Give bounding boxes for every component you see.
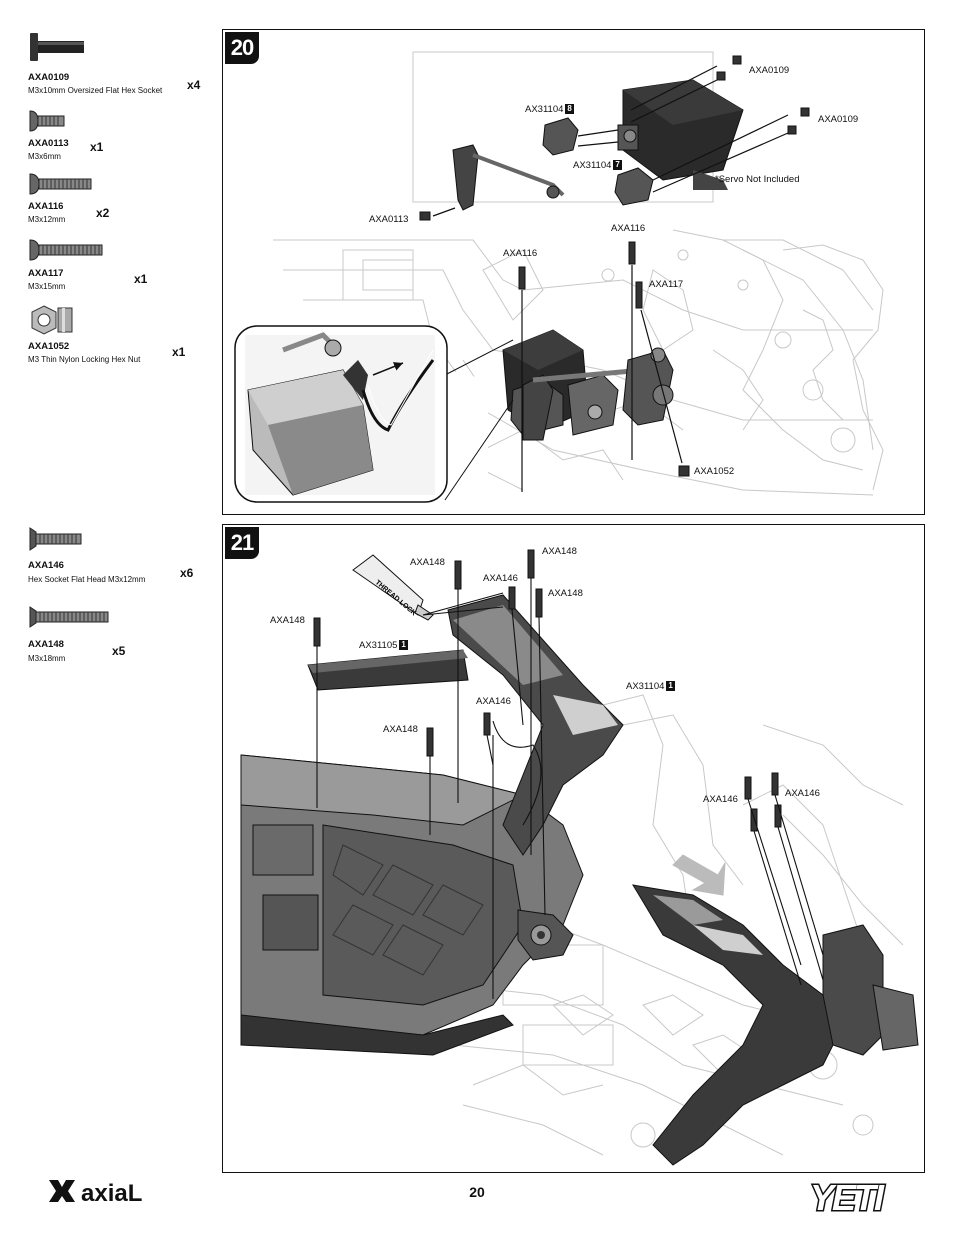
callout-text: AX31105 (359, 640, 398, 651)
part-qty: x1 (172, 345, 186, 359)
step-number: 21 (225, 527, 259, 559)
step-21-panel: 21 (222, 524, 925, 1173)
callout-label: AXA146 (483, 573, 518, 584)
part-desc: M3x18mm (28, 654, 66, 663)
part-qty: x4 (187, 78, 201, 92)
steering-center (517, 909, 574, 961)
callout-label: AXA148 (542, 546, 577, 557)
callout-text: AX31104 (573, 160, 612, 171)
servo-lower (502, 329, 674, 441)
product-logo-text: YETI (810, 1177, 885, 1218)
step-number: 20 (225, 32, 259, 64)
part-qty: x1 (90, 140, 104, 154)
callout-label: AXA0109 (818, 114, 859, 125)
callout-label: AXA148 (410, 557, 445, 568)
part-desc: M3x10mm Oversized Flat Hex Socket (28, 86, 163, 95)
brand-text: axiaL (81, 1180, 142, 1207)
yeti-logo-icon: YETI (809, 1176, 889, 1220)
callout-label: AXA148 (270, 615, 305, 626)
callout-label: AXA148 (383, 724, 418, 735)
part-code: AXA0113 (28, 138, 69, 149)
callout-label: AXA0113 (369, 214, 409, 225)
callout-label: AXA116 (611, 223, 646, 234)
part-qty: x2 (96, 206, 110, 220)
part-desc: M3x12mm (28, 215, 66, 224)
part-qty: x1 (134, 272, 148, 286)
part-code: AXA116 (28, 201, 64, 212)
callout-label: AXA0109 (749, 65, 790, 76)
part-desc: M3 Thin Nylon Locking Hex Nut (28, 355, 141, 364)
axial-logo-icon: axiaL (49, 1180, 142, 1207)
servo-note: *Servo Not Included (715, 174, 800, 185)
flat-hex-screw-icon (30, 33, 84, 61)
page-number: 20 (469, 1184, 485, 1200)
callout-label: AXA1052 (694, 466, 735, 477)
front-chassis-right (632, 884, 919, 1166)
callout-label: AXA117 (649, 279, 684, 290)
step-20-illustration (234, 51, 884, 503)
callout-text: AX31104 (525, 104, 564, 115)
servo-top (617, 79, 744, 190)
part-desc: M3x15mm (28, 282, 66, 291)
part-code: AXA117 (28, 268, 64, 279)
flat-head-screw-icon (29, 606, 109, 628)
inset-detail (245, 332, 435, 496)
yeti-logo: YETI (808, 1174, 926, 1223)
callout-label: AXA146 (785, 788, 820, 799)
callout-label: AXA116 (503, 248, 538, 259)
callout-tag: 7 (613, 160, 622, 170)
hex-nut-icon (31, 305, 73, 335)
chassis-left (240, 754, 584, 1056)
part-code: AXA148 (28, 639, 64, 650)
part-code: AXA0109 (28, 72, 70, 83)
axial-logo: axiaL (45, 1176, 180, 1215)
part-qty: x6 (180, 566, 194, 580)
part-desc: M3x6mm (28, 152, 61, 161)
upper-plate (447, 594, 624, 856)
button-head-screw-icon (29, 173, 92, 195)
callout-text: AX31104 (626, 681, 665, 692)
callout-tag: 1 (399, 640, 408, 650)
callout-tag: 8 (565, 104, 574, 114)
button-head-screw-icon (29, 110, 65, 132)
part-desc: Hex Socket Flat Head M3x12mm (28, 575, 146, 584)
callout-label: AXA146 (476, 696, 511, 707)
step-21-illustration: THREAD LOCK (240, 549, 919, 1166)
part-qty: x5 (112, 644, 126, 658)
step-20-panel: 20 (222, 29, 925, 515)
callout-label: AXA146 (703, 794, 738, 805)
part-code: AXA1052 (28, 341, 70, 352)
part-code: AXA146 (28, 560, 64, 571)
callout-label: AXA148 (548, 588, 583, 599)
flat-head-screw-icon (29, 527, 82, 551)
callout-tag: 1 (666, 681, 675, 691)
button-head-screw-icon (29, 239, 103, 261)
